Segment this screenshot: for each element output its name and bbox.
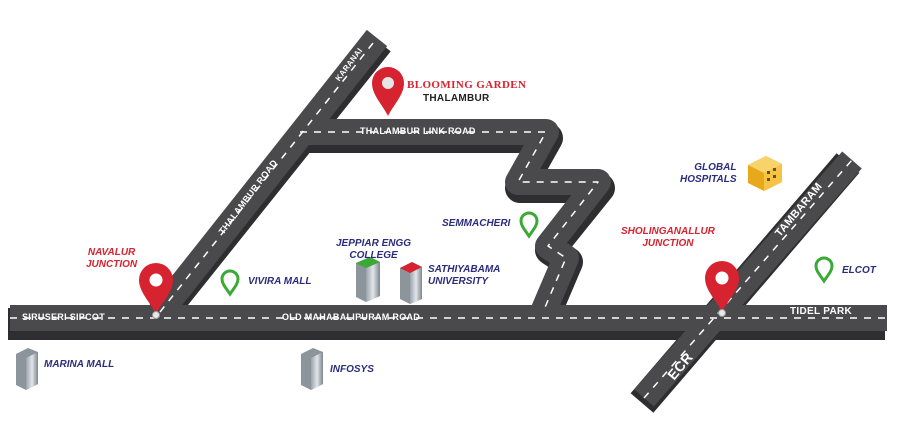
landmark-label-elcot: ELCOT [842,265,876,276]
landmark-label-infosys: INFOSYS [330,364,374,375]
green-pin-icon [814,256,834,284]
landmark-label-marina-mall: MARINA MALL [44,359,115,370]
road-label-siruseri-sipcot: SIRUSERI SIPCOT [22,312,106,322]
building-icon [400,262,422,304]
landmark-label-jeppiar: JEPPIAR ENGG COLLEGE [336,238,412,261]
project-name: BLOOMING GARDEN [407,79,527,91]
building-icon [16,348,38,390]
building-icon [301,348,323,390]
sholinganallur-junction-pin [705,261,739,317]
road-label-old-mahabalipuram-road: OLD MAHABALIPURAM ROAD [282,312,421,322]
sholinganallur-junction-label: SHOLINGANALLUR JUNCTION [621,226,715,249]
project-locality: THALAMBUR [423,93,490,104]
landmark-green-pins [220,211,834,297]
project-pin [372,67,404,116]
red-pin-icon [372,67,404,116]
landmark-label-sathiyabama: SATHIYABAMA UNIVERSITY [428,264,501,287]
building-icon [356,257,380,302]
red-pin-icon [139,263,173,314]
landmark-label-global-hospitals: GLOBAL HOSPITALS [680,162,737,185]
landmark-label-vivira-mall: VIVIRA MALL [248,276,312,287]
green-pin-icon [220,269,240,297]
navalur-junction-pin [139,263,173,319]
landmark-label-semmacheri: SEMMACHERI [442,218,511,229]
navalur-junction-label: NAVALUR JUNCTION [86,247,138,270]
road-label-tidel-park: TIDEL PARK [790,306,853,317]
building-icons [16,156,782,390]
hospital-icon [748,156,782,191]
road-label-thalambur-link-road: THALAMBUR LINK ROAD [360,126,476,136]
red-pin-icon [705,261,739,312]
green-pin-icon [519,211,539,239]
